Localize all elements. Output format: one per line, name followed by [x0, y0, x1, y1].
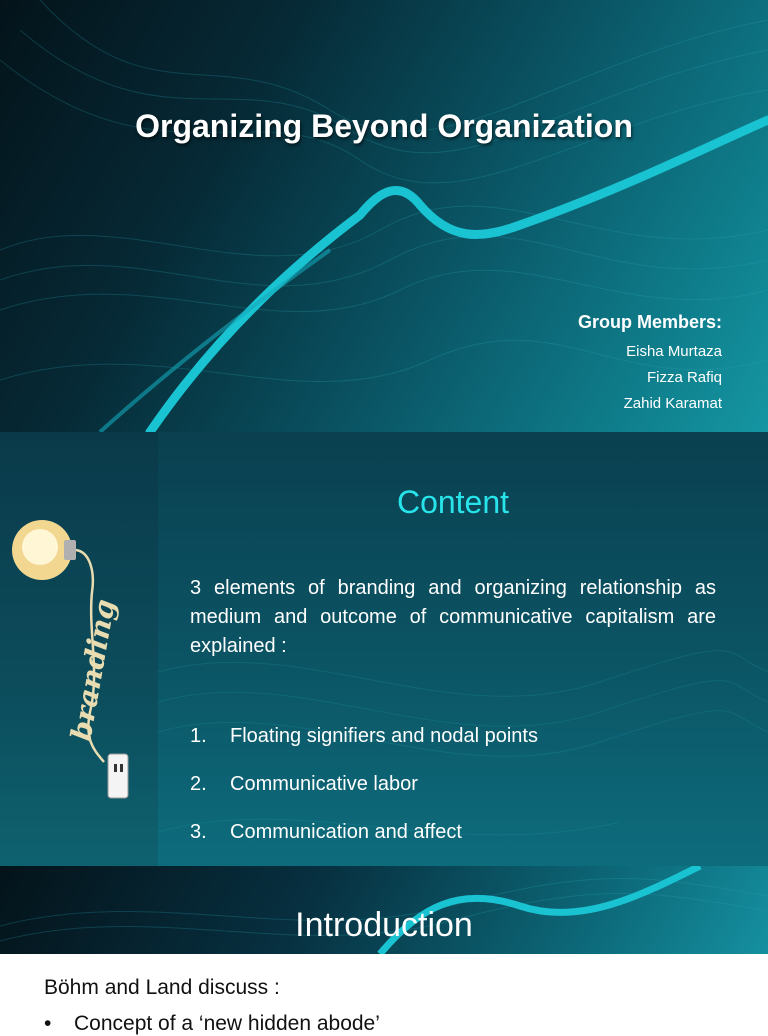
content-heading: Content	[396, 484, 510, 520]
list-number: 3.	[190, 820, 207, 843]
list-item: 1. Floating signifiers and nodal points	[190, 712, 538, 760]
list-number: 2.	[190, 772, 207, 795]
title-slide: Organizing Beyond Organization Group Mem…	[0, 0, 768, 432]
list-item: 3. Communication and affect	[190, 808, 538, 856]
content-list: 1. Floating signifiers and nodal points …	[190, 712, 538, 856]
members-heading: Group Members:	[577, 312, 722, 332]
list-item: 2. Communicative labor	[190, 760, 538, 808]
wave-background	[0, 0, 768, 432]
branding-script-text: branding	[64, 597, 121, 744]
member-name: Zahid Karamat	[623, 395, 722, 412]
list-text: Communication and affect	[230, 820, 462, 843]
list-text: Communicative labor	[230, 772, 418, 795]
content-paragraph: 3 elements of branding and organizing re…	[190, 577, 716, 657]
slide-title: Organizing Beyond Organization	[135, 108, 633, 144]
content-slide: branding Content 3 elements of branding …	[0, 432, 768, 866]
bullet-icon: •	[44, 1012, 52, 1035]
list-number: 1.	[190, 724, 207, 747]
list-text: Floating signifiers and nodal points	[230, 724, 538, 747]
intro-text: Böhm and Land discuss :	[44, 976, 280, 999]
introduction-body: Böhm and Land discuss : •Concept of a ‘n…	[0, 954, 768, 1035]
lightbulb-icon: branding	[12, 520, 129, 799]
intro-bullet: •Concept of a ‘new hidden abode’	[44, 1012, 380, 1036]
group-members: Group Members: Eisha Murtaza Fizza Rafiq…	[578, 312, 722, 417]
wave-background	[157, 650, 768, 836]
wave-background	[0, 866, 768, 954]
introduction-slide-header: Introduction	[0, 866, 768, 954]
member-name: Fizza Rafiq	[646, 369, 722, 386]
branding-illustration-panel: branding	[0, 432, 158, 866]
introduction-heading: Introduction	[295, 906, 473, 944]
member-name: Eisha Murtaza	[626, 343, 722, 360]
